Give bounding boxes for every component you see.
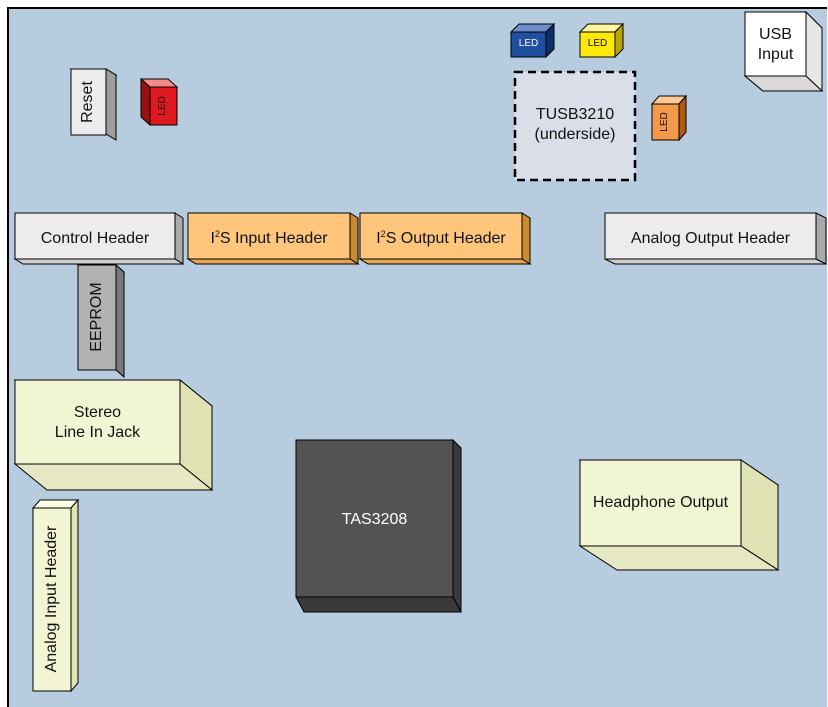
led-red-label: LED bbox=[157, 96, 168, 116]
reset-button bbox=[69, 68, 118, 141]
led-blue bbox=[509, 22, 556, 59]
stereo-line-in-line1: Stereo bbox=[73, 404, 122, 421]
tas3208-label: TAS3208 bbox=[341, 511, 408, 528]
eeprom-label: EEPROM bbox=[88, 282, 105, 352]
led-blue-face bbox=[510, 31, 547, 58]
tusb3210-line2: (underside) bbox=[534, 126, 616, 143]
analog-input-header bbox=[31, 498, 80, 693]
i2s-input-header bbox=[186, 212, 360, 265]
led-yellow-label: LED bbox=[587, 38, 608, 49]
stereo-line-in-line2: Line In Jack bbox=[54, 424, 141, 441]
led-orange bbox=[650, 94, 688, 142]
usb-input-label: USB Input bbox=[745, 25, 806, 65]
led-red-face bbox=[149, 86, 178, 126]
reset-label: Reset bbox=[79, 81, 96, 123]
led-yellow bbox=[578, 22, 625, 59]
usb-input-line2: Input bbox=[757, 46, 794, 63]
led-orange-face bbox=[651, 103, 680, 141]
headphone-output-jack bbox=[578, 459, 780, 571]
i2s-input-sup: 2 bbox=[214, 229, 220, 239]
eeprom-chip bbox=[76, 263, 126, 379]
i2s-output-post: S Output Header bbox=[385, 230, 506, 247]
i2s-input-post: S Input Header bbox=[219, 230, 328, 247]
led-yellow-face bbox=[579, 31, 616, 58]
control-header-label: Control Header bbox=[40, 230, 150, 247]
analog-output-header bbox=[604, 212, 827, 265]
analog-output-header-label: Analog Output Header bbox=[630, 230, 791, 247]
tusb3210-line1: TUSB3210 bbox=[535, 106, 615, 123]
tusb3210-label: TUSB3210 (underside) bbox=[515, 105, 635, 145]
control-header bbox=[13, 212, 185, 265]
led-blue-label: LED bbox=[518, 38, 539, 49]
led-orange-label: LED bbox=[659, 112, 670, 132]
stereo-line-in-jack bbox=[13, 378, 214, 492]
tas3208-chip bbox=[295, 438, 462, 613]
usb-input bbox=[743, 10, 824, 93]
usb-input-line1: USB bbox=[759, 26, 792, 43]
led-red bbox=[139, 77, 179, 127]
headphone-output-label: Headphone Output bbox=[592, 494, 729, 511]
stereo-line-in-label: Stereo Line In Jack bbox=[15, 403, 180, 443]
analog-input-header-label: Analog Input Header bbox=[43, 525, 60, 673]
i2s-input-pre: I bbox=[210, 230, 215, 247]
i2s-output-pre: I bbox=[376, 230, 381, 247]
i2s-input-header-label: I2S Input Header bbox=[188, 229, 350, 249]
i2s-output-sup: 2 bbox=[380, 229, 386, 239]
i2s-output-header-label: I2S Output Header bbox=[360, 229, 522, 249]
i2s-output-header bbox=[358, 212, 532, 265]
tusb3210-chip bbox=[513, 70, 637, 182]
